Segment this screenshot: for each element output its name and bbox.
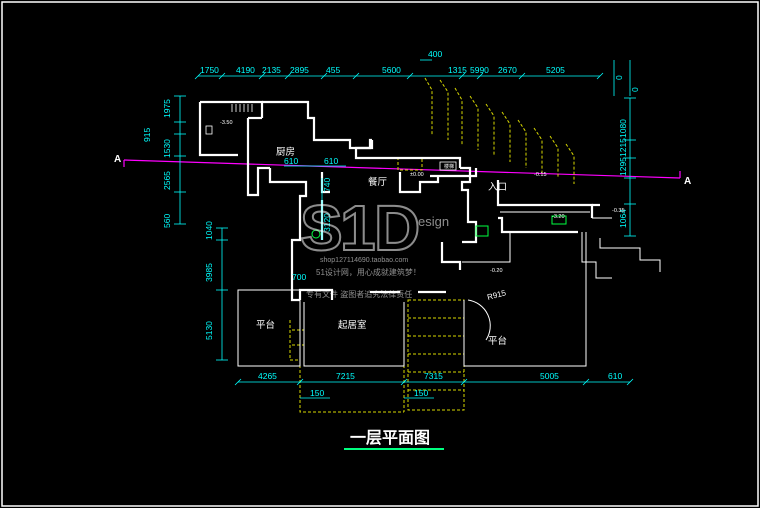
top-dimension: 5600 — [382, 65, 401, 75]
level-mark: -0.15 — [534, 172, 547, 178]
room-labels: 厨房 餐厅 入口 起居室 平台 平台 R915 楼梯 — [256, 146, 508, 347]
inner-dimension: 610 — [284, 156, 298, 166]
left-dimension: 560 — [162, 214, 172, 228]
top-dimension: 5990 — [470, 65, 489, 75]
level-mark: ±0.00 — [410, 172, 424, 178]
drawing-title: 一层平面图 — [350, 429, 430, 447]
dimension-lines — [174, 59, 636, 399]
top-dimension: 2670 — [498, 65, 517, 75]
bottom-dimension: 610 — [608, 371, 622, 381]
bottom-dimension: 4265 — [258, 371, 277, 381]
level-mark: -0.20 — [490, 268, 503, 274]
room-label-dining: 餐厅 — [368, 176, 388, 188]
inner-dimension: 700 — [292, 272, 306, 282]
watermark-logo-s: S — [300, 192, 343, 264]
top-dimension: 2895 — [290, 65, 309, 75]
room-label-kitchen: 厨房 — [276, 146, 295, 158]
section-line: A A — [114, 154, 691, 187]
top-dimension: 455 — [326, 65, 340, 75]
left-dimension: 3985 — [204, 263, 214, 282]
level-mark: -3.50 — [220, 120, 233, 126]
top-dimension: 1315 — [448, 65, 467, 75]
right-top-mark: 0 — [630, 87, 640, 92]
top-dimension: 2135 — [262, 65, 281, 75]
room-label-entrance: 入口 — [488, 182, 507, 193]
left-dimension: 5130 — [204, 321, 214, 340]
right-top-mark: 0 — [614, 75, 624, 80]
terrace-outlines — [237, 217, 661, 367]
bottom-dimension: 7315 — [424, 371, 443, 381]
top-dimension: 5205 — [546, 65, 565, 75]
watermark-logo-d: D — [374, 192, 420, 264]
room-label-living: 起居室 — [338, 319, 367, 331]
section-marker-left: A — [114, 154, 121, 165]
right-dimension: 1080 — [618, 119, 628, 138]
left-dimension: 915 — [142, 128, 152, 142]
inner-dimension: 3120 — [322, 213, 332, 232]
inner-dimension: 740 — [322, 178, 332, 192]
room-label-terrace-left: 平台 — [256, 319, 275, 331]
inner-dimension: 610 — [324, 156, 338, 166]
top-dimension: 1750 — [200, 65, 219, 75]
level-mark: -3.20 — [552, 214, 565, 220]
stair-symbol — [205, 104, 457, 171]
room-label-terrace-right: 平台 — [488, 335, 507, 347]
bottom-dimension: 5005 — [540, 371, 559, 381]
level-marks: -3.50 -0.15 -3.20 -0.20 -0.35 ±0.00 — [220, 120, 625, 274]
watermark-logo-i: 1 — [340, 192, 376, 264]
watermark-line1: 51设计网，用心成就建筑梦！ — [316, 267, 421, 277]
left-dimension: 1530 — [162, 139, 172, 158]
left-dimension: 1975 — [162, 99, 172, 118]
stair-width-dimension: 150 — [414, 388, 428, 398]
watermark: S 1 D esign shop127114690.taobao.com 51设… — [299, 191, 449, 299]
small-label: 楼梯 — [444, 163, 454, 170]
section-marker-right: A — [684, 176, 691, 187]
stairs-hatching — [289, 77, 575, 413]
watermark-logo-tail: esign — [418, 214, 449, 229]
level-mark: -0.35 — [612, 208, 625, 214]
left-dimension: 2565 — [162, 171, 172, 190]
right-dimension: 1215 — [618, 138, 628, 157]
fixtures — [311, 215, 567, 239]
watermark-line2: 专有文件 盗图者追究法律责任 — [306, 289, 412, 299]
bottom-dimension: 7215 — [336, 371, 355, 381]
right-dimension: 1064 — [618, 209, 628, 228]
radius-label: R915 — [486, 288, 507, 302]
watermark-url: shop127114690.taobao.com — [320, 257, 408, 264]
left-dimension: 1040 — [204, 221, 214, 240]
top-extra-dimension: 400 — [428, 49, 442, 59]
top-dimension: 4190 — [236, 65, 255, 75]
right-dimension: 1295 — [618, 157, 628, 176]
stair-width-dimension: 150 — [310, 388, 324, 398]
